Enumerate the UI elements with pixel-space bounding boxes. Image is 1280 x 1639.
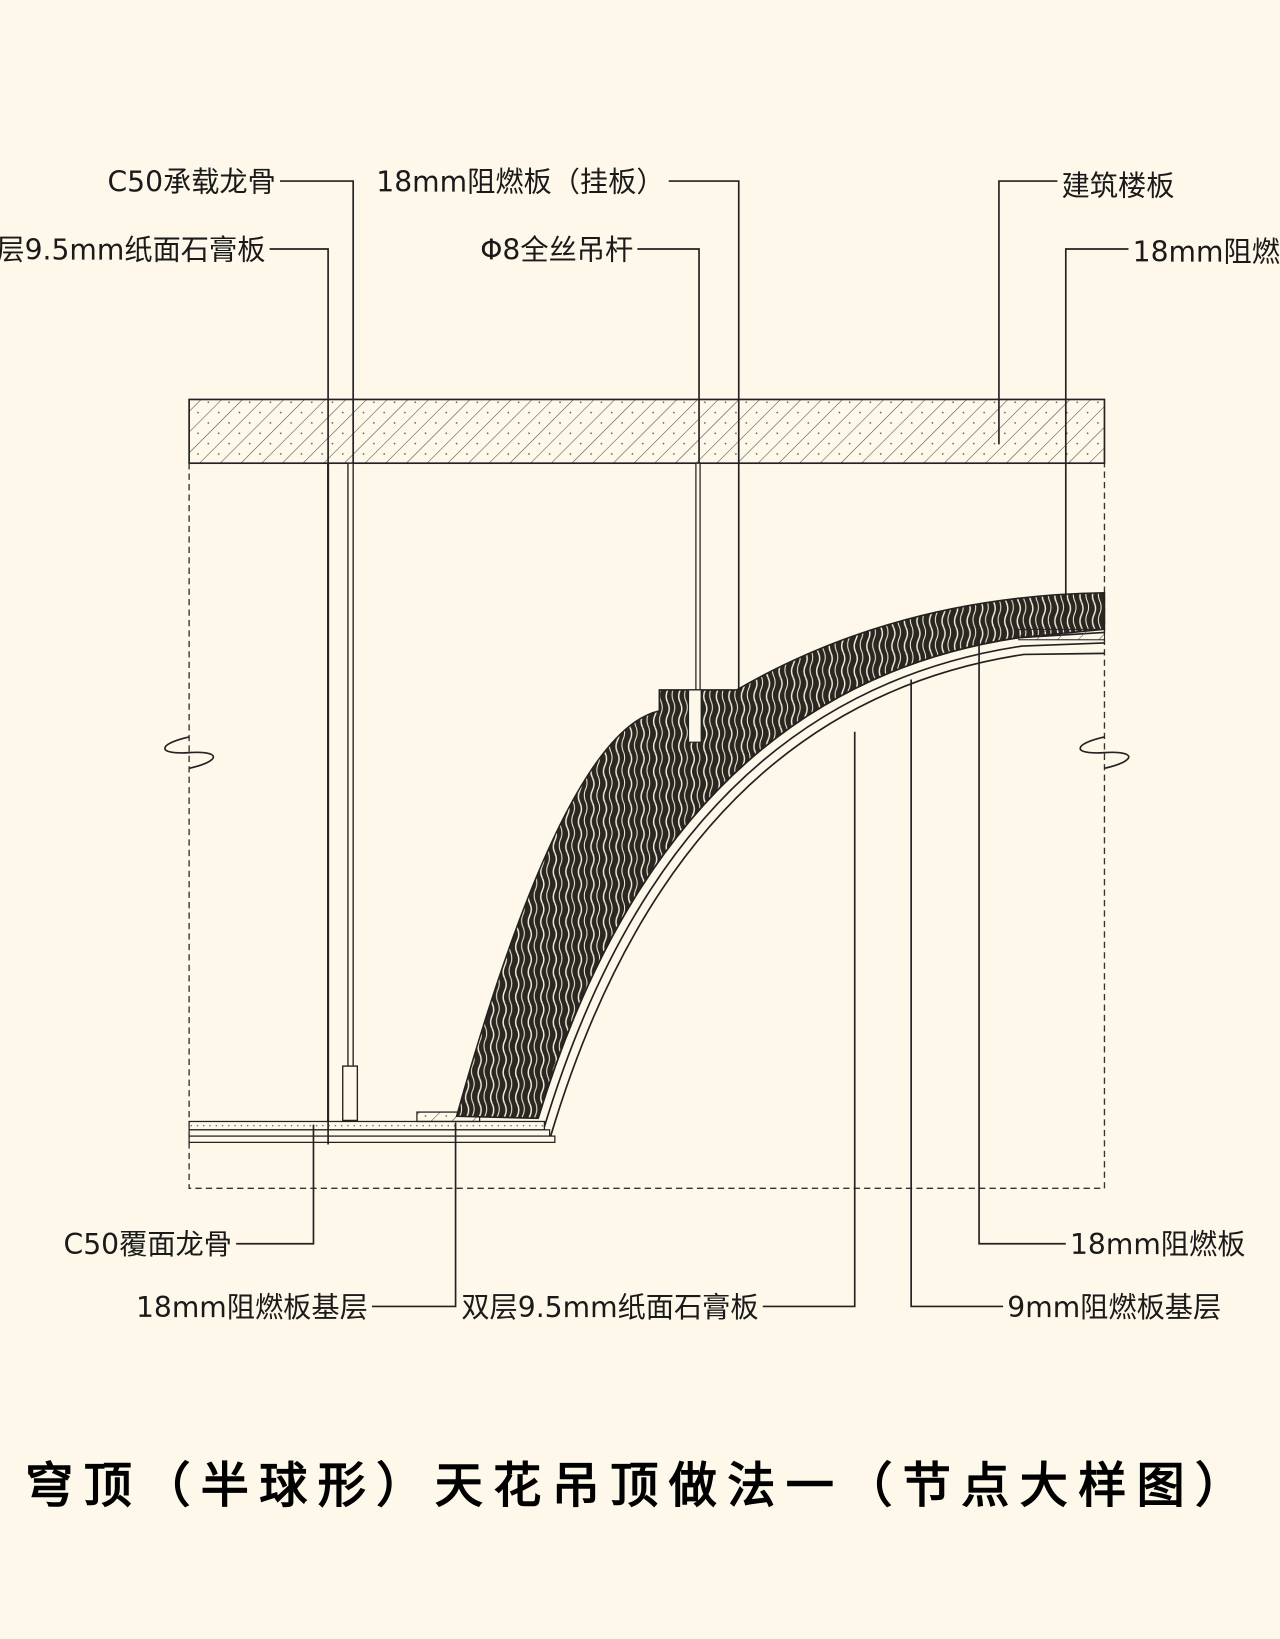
arch-gypsum-layers xyxy=(537,631,1105,1137)
label-c50-cover-keel: C50覆面龙骨 xyxy=(64,1228,232,1261)
label-18mm-board-top-right: 18mm阻燃板 xyxy=(1133,236,1280,269)
label-18mm-base-board: 18mm阻燃板基层 xyxy=(136,1291,368,1324)
label-18mm-board-bottom-right: 18mm阻燃板 xyxy=(1070,1228,1245,1261)
building-slab xyxy=(188,398,1106,465)
label-double-gypsum-bottom: 双层9.5mm纸面石膏板 xyxy=(461,1291,758,1324)
hanger-plate xyxy=(688,689,702,743)
label-c50-main-keel: C50承载龙骨 xyxy=(107,166,275,199)
label-double-gypsum-top: 双层9.5mm纸面石膏板 xyxy=(0,233,265,266)
label-9mm-base-board: 9mm阻燃板基层 xyxy=(1007,1291,1221,1324)
leader-lines xyxy=(236,180,1129,1308)
break-mark-right xyxy=(1079,736,1130,770)
boundary-dashed xyxy=(188,463,1106,1190)
label-building-slab: 建筑楼板 xyxy=(1062,170,1175,203)
arch-timber-frame xyxy=(455,591,1106,1120)
c50-main-keel-hanger xyxy=(327,462,359,1122)
label-phi8-rod: Φ8全丝吊杆 xyxy=(480,233,633,266)
drawing-title: 穹顶（半球形）天花吊顶做法一（节点大样图） xyxy=(25,1458,1253,1514)
label-18mm-hanging-board: 18mm阻燃板（挂板） xyxy=(376,166,664,199)
bottom-plates xyxy=(188,1111,556,1144)
break-mark-left xyxy=(164,736,214,770)
phi8-rod xyxy=(695,462,701,694)
